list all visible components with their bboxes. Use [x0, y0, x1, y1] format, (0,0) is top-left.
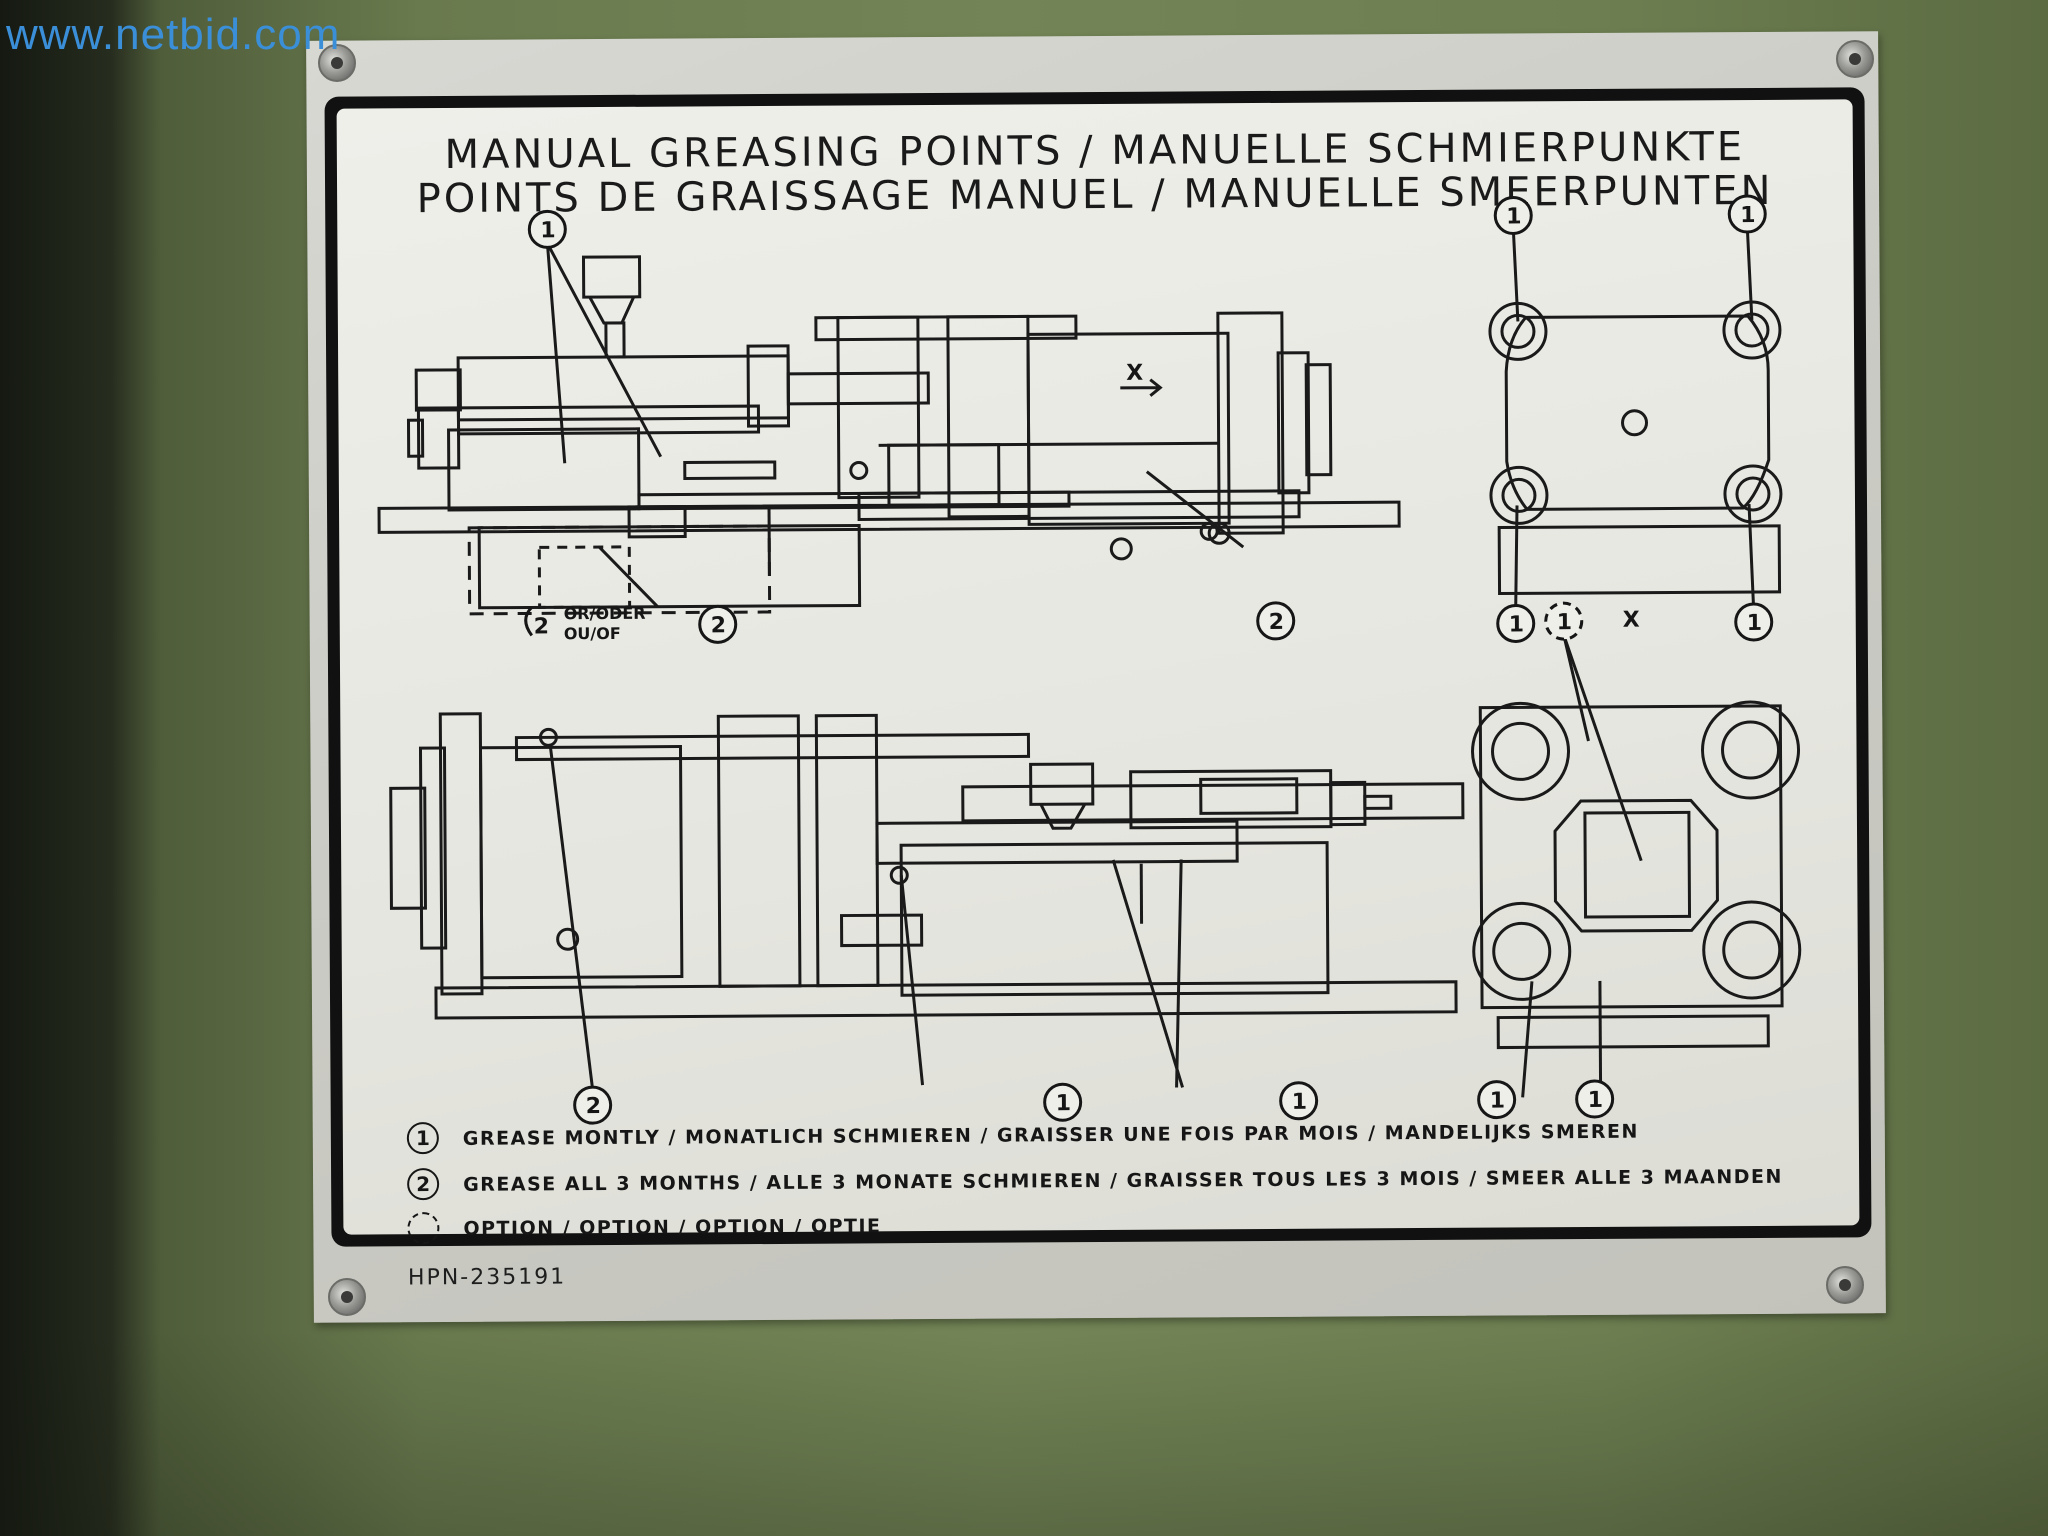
callout-1-e — [1734, 602, 1774, 642]
lower-shadow — [0, 1330, 2048, 1536]
part-number: HPN-235191 — [407, 1264, 567, 1291]
callout-1-c-label: 1 — [1740, 203, 1755, 228]
legend-symbol-option — [407, 1212, 440, 1245]
x-mark-top: X — [1126, 361, 1143, 386]
legend-text-option: OPTION / OPTION / OPTION / OPTIE — [463, 1215, 882, 1240]
callout-1-i-label: 1 — [1490, 1089, 1505, 1114]
greasing-diagram-panel: MANUAL GREASING POINTS / MANUELLE SCHMIE… — [324, 87, 1872, 1247]
diagram-area: MANUAL GREASING POINTS / MANUELLE SCHMIE… — [336, 99, 1860, 1245]
callout-1-a — [527, 209, 567, 249]
callout-1-g — [1043, 1082, 1083, 1122]
callout-1-j-label: 1 — [1588, 1088, 1603, 1113]
screw-top-left-icon — [318, 44, 356, 82]
option-2-marker: 2 — [534, 614, 549, 639]
option-bracket-icon — [524, 606, 534, 637]
callout-1-e-label: 1 — [1747, 611, 1762, 636]
callout-2-a-label: 2 — [711, 613, 726, 638]
watermark-text: www.netbid.com — [6, 10, 341, 59]
ou-of-label: OU/OF — [564, 624, 621, 643]
screw-bottom-right-icon — [1826, 1266, 1864, 1304]
callout-2-b — [1256, 601, 1296, 641]
callout-1-c — [1727, 194, 1767, 234]
callout-1-a-label: 1 — [540, 218, 555, 243]
screw-bottom-left-icon — [328, 1278, 366, 1316]
bottom-side-view — [389, 712, 1465, 1090]
callout-1-b — [1493, 195, 1533, 235]
callout-1-h-label: 1 — [1292, 1090, 1307, 1115]
or-oder-label: OR/ODER — [564, 604, 646, 624]
x-mark-end: X — [1623, 608, 1640, 633]
top-end-view — [1488, 227, 1783, 612]
callout-1-f — [1544, 601, 1584, 641]
callout-1-f-label: 1 — [1557, 610, 1572, 635]
callout-1-b-label: 1 — [1506, 204, 1521, 229]
callout-1-i — [1477, 1080, 1517, 1120]
callout-2-c-label: 2 — [586, 1094, 601, 1119]
machine-drawing: 1 2 2 1 1 1 1 1 2 1 1 1 1 2 OR/ODER OU/O… — [377, 194, 1802, 1125]
callout-1-d-label: 1 — [1509, 612, 1524, 637]
legend-symbol-1: 1 — [406, 1122, 439, 1155]
callout-2-b-label: 2 — [1269, 610, 1284, 635]
callout-1-g-label: 1 — [1056, 1091, 1071, 1116]
screw-top-right-icon — [1836, 40, 1874, 78]
callout-2-a — [698, 604, 738, 644]
callout-1-h — [1279, 1081, 1319, 1121]
legend-symbol-2: 2 — [407, 1168, 440, 1201]
top-side-view — [377, 242, 1401, 616]
callout-1-j — [1575, 1079, 1615, 1119]
callout-1-d — [1496, 603, 1536, 643]
bottom-end-view — [1471, 634, 1802, 1098]
callout-2-c — [573, 1085, 613, 1125]
